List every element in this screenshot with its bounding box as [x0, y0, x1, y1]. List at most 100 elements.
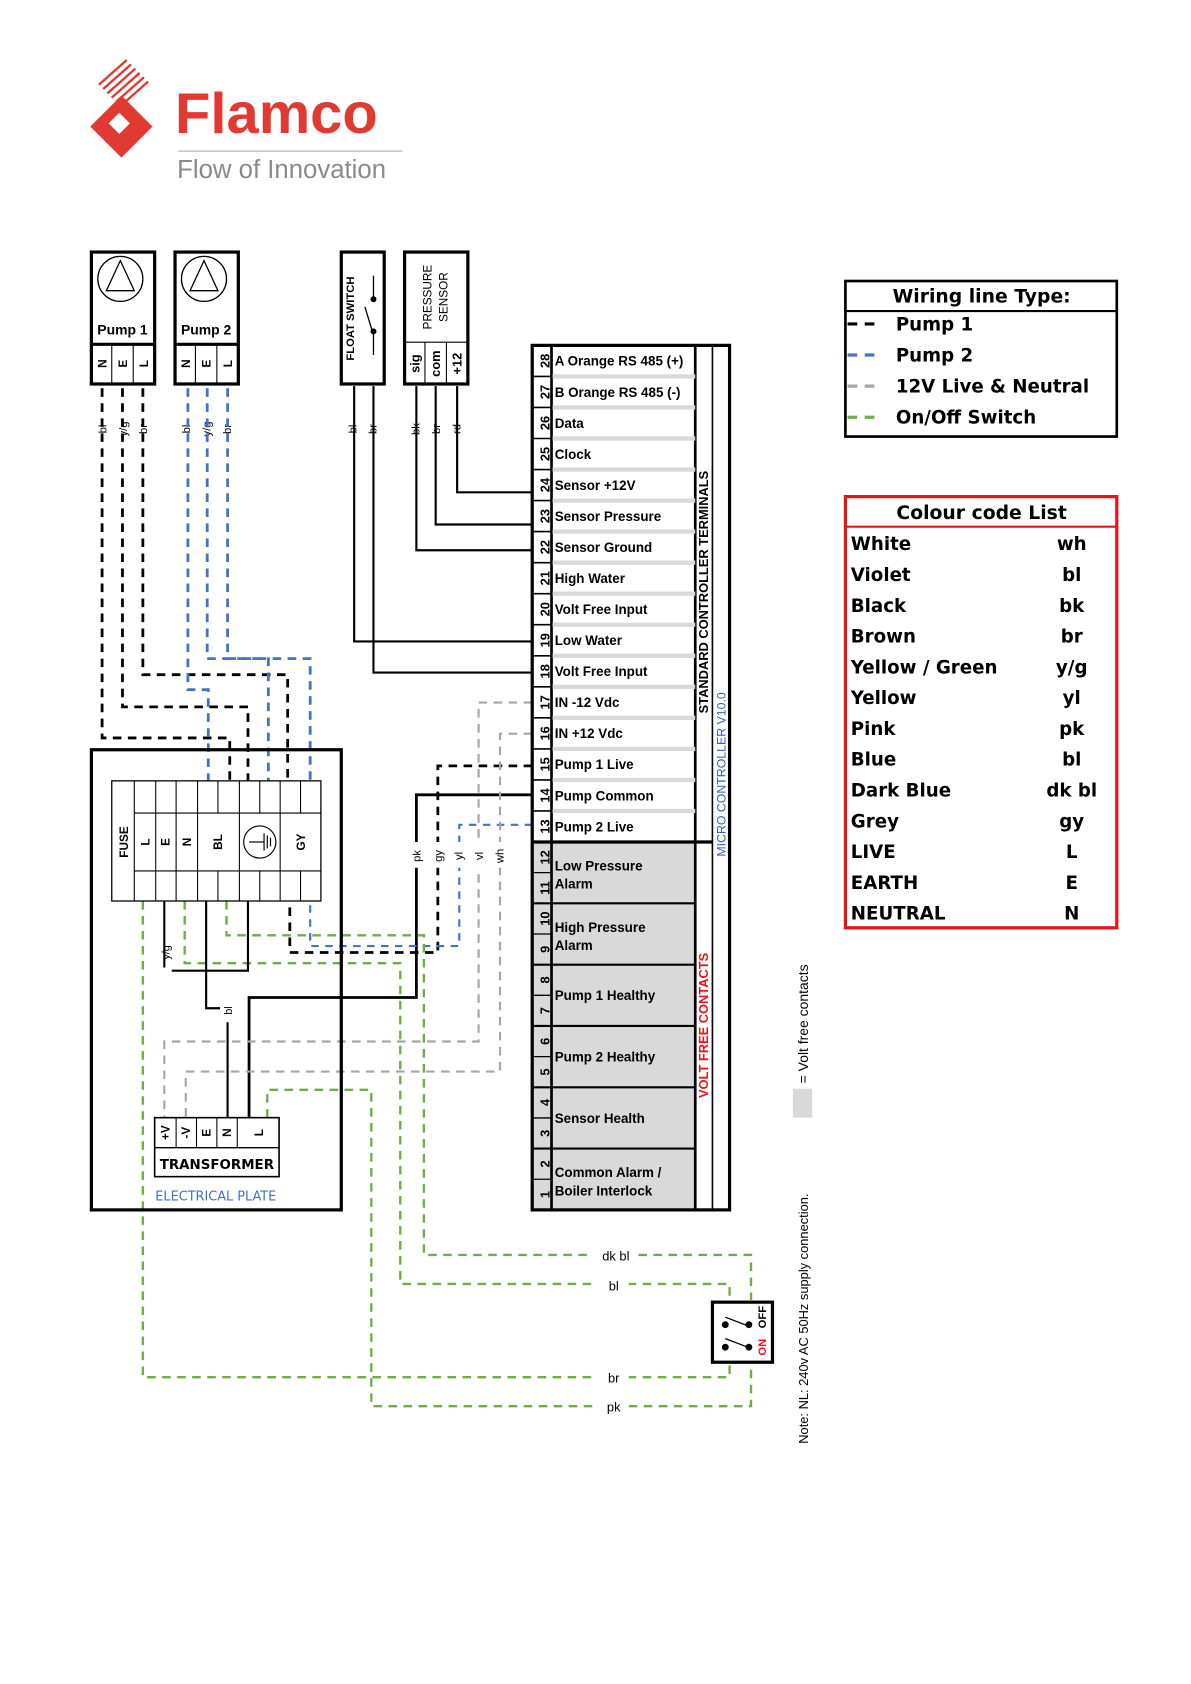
colour-name: LIVE — [851, 842, 896, 863]
terminal-number: 12 — [538, 850, 553, 864]
terminal-number: 6 — [538, 1038, 553, 1045]
terminal-number: 8 — [538, 976, 553, 983]
transformer-label: TRANSFORMER — [160, 1158, 275, 1173]
earth-icon — [243, 825, 277, 859]
terminal-number: 14 — [538, 787, 553, 802]
pressure-sensor-terminal-12: +12 — [449, 353, 464, 375]
wire-label: y/g — [118, 422, 130, 437]
terminal-number: 9 — [538, 946, 553, 953]
colour-code: N — [1064, 904, 1079, 925]
terminal-label: Sensor Pressure — [555, 509, 661, 524]
terminal-label: A Orange RS 485 (+) — [555, 354, 684, 369]
transformer: +V -V E N L TRANSFORMER — [153, 1116, 280, 1178]
colour-name: White — [851, 534, 911, 555]
wire-switch-dkbl — [225, 900, 753, 1301]
terminal-number: 15 — [538, 757, 553, 771]
wire-switch-bl — [183, 900, 731, 1301]
device-wire-labels: bl y/g br bl y/g br bl br bk br rd — [97, 422, 463, 437]
row-separator — [552, 591, 696, 596]
volt-free-label: High Pressure — [555, 920, 646, 935]
wire-label: dk bl — [602, 1248, 629, 1263]
wire-label-yg: y/g — [161, 945, 173, 959]
wire-label-bl: bl — [223, 1006, 235, 1014]
colour-code: gy — [1059, 811, 1084, 832]
colour-code: br — [1061, 627, 1083, 648]
terminal-label: B Orange RS 485 (-) — [555, 385, 681, 400]
terminal-number: 17 — [538, 695, 553, 709]
wire-float-bl — [353, 386, 533, 643]
wire-label: br — [431, 424, 443, 434]
pump-2-terminal-e: E — [200, 360, 213, 368]
switch-icon — [721, 1316, 753, 1351]
legend-item-label: On/Off Switch — [896, 408, 1036, 429]
volt-free-label: Alarm — [555, 877, 593, 892]
switch-wire-labels: dk bl bl br pk — [592, 1246, 636, 1415]
colour-code: wh — [1057, 534, 1087, 555]
row-separator — [552, 777, 696, 783]
pump-2-label: Pump 2 — [181, 322, 232, 338]
transformer-terminal-e: E — [200, 1129, 213, 1137]
row-separator — [552, 374, 696, 379]
terminal-number: 13 — [538, 819, 553, 833]
float-switch-icon — [364, 275, 377, 356]
terminal-number: 20 — [538, 602, 553, 616]
wire-pump-common — [247, 793, 533, 1118]
wire-sensor-br — [434, 386, 533, 526]
pump-icon — [180, 255, 228, 303]
terminal-number: 1 — [538, 1191, 553, 1198]
pump-1-terminal-e: E — [117, 360, 130, 368]
colour-name: Grey — [851, 811, 899, 832]
terminal-label: Pump 2 Live — [555, 819, 634, 834]
volt-free-contacts-label: VOLT FREE CONTACTS — [696, 952, 711, 1098]
colour-code: dk bl — [1046, 781, 1097, 802]
terminal-number: 16 — [538, 726, 553, 740]
transformer-terminal-l: L — [253, 1129, 266, 1136]
pump-icon — [97, 255, 144, 303]
terminal-strip: FUSE L E N BL GY — [111, 780, 322, 902]
colour-name: NEUTRAL — [851, 904, 946, 925]
pump-1: Pump 1 N E L — [89, 250, 157, 386]
wire-label: bl — [181, 425, 193, 434]
volt-free-label: Common Alarm / — [555, 1165, 662, 1180]
supply-note: Note: NL: 240v AC 50Hz supply connection… — [796, 1194, 811, 1444]
terminal-number: 27 — [538, 385, 553, 399]
wire-label: br — [222, 424, 234, 434]
terminal-number: 7 — [538, 1007, 553, 1014]
pressure-sensor: PRESSURE SENSOR sig com +12 — [402, 250, 470, 386]
pressure-sensor-label-1: PRESSURE — [421, 265, 434, 330]
terminal-number: 11 — [538, 881, 553, 895]
wire-ee-bl — [205, 900, 221, 1010]
pump-2: Pump 2 N E L — [173, 250, 240, 386]
colour-code: E — [1066, 873, 1078, 894]
wire-pump2-live — [309, 823, 533, 948]
colour-name: Brown — [851, 627, 916, 648]
row-separator — [552, 560, 696, 565]
float-switch-label: FLOAT SWITCH — [345, 276, 357, 360]
transformer-terminal-n: N — [221, 1128, 234, 1137]
colour-code: bl — [1062, 750, 1081, 771]
wire-pump2-e — [205, 388, 270, 781]
terminal-number: 23 — [538, 509, 553, 523]
mid-wire-labels: pk gy yl vl wh — [411, 842, 508, 868]
volt-free-note: = Volt free contacts — [795, 964, 811, 1083]
wire-label: y/g — [201, 422, 213, 437]
terminal-l: L — [139, 838, 152, 845]
volt-free-label: Boiler Interlock — [555, 1183, 653, 1198]
electrical-plate-label: ELECTRICAL PLATE — [155, 1189, 276, 1204]
electrical-plate: FUSE L E N BL GY y/g bl — [89, 748, 343, 1212]
wire-pump1-n — [100, 388, 232, 781]
wire-pump1-l — [141, 388, 290, 781]
wire-label: pk — [412, 850, 424, 862]
terminal-number: 10 — [538, 911, 553, 925]
terminal-number: 5 — [538, 1068, 553, 1075]
micro-controller-label: MICRO CONTROLLER V10.0 — [714, 692, 728, 857]
pressure-sensor-terminal-sig: sig — [408, 354, 423, 373]
wire-label: yl — [453, 852, 465, 860]
wire-pump1-live — [288, 764, 533, 954]
wire-sensor-rd — [456, 386, 533, 494]
terminal-label: Sensor +12V — [555, 478, 636, 493]
terminal-label: Volt Free Input — [555, 602, 648, 617]
colour-name: Yellow / Green — [850, 657, 998, 678]
